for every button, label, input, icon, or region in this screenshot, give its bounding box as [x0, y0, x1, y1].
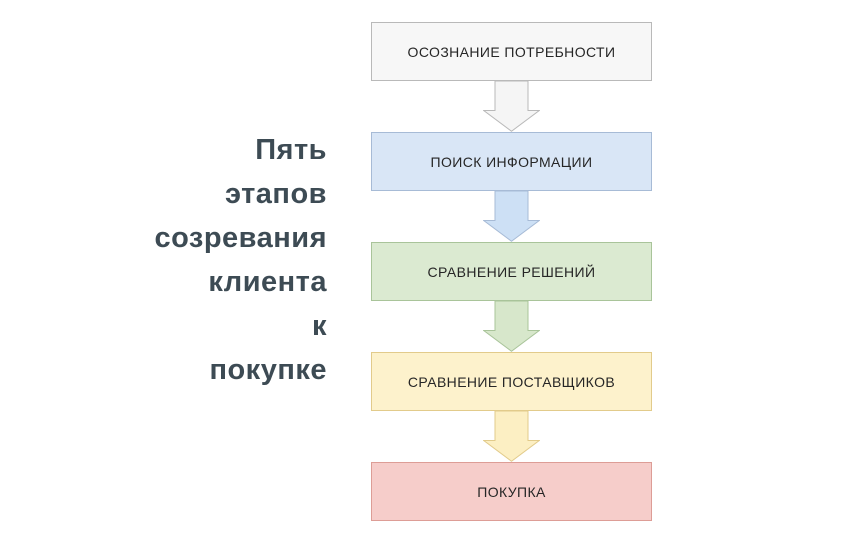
- title-line-6: покупке: [209, 354, 327, 386]
- stage-arrow-shape-2: [483, 191, 540, 242]
- flow-column: ОСОЗНАНИЕ ПОТРЕБНОСТИ ПОИСК ИНФОРМАЦИИ С…: [371, 22, 652, 521]
- down-arrow-icon-4: [483, 411, 540, 462]
- stage-label-1: ОСОЗНАНИЕ ПОТРЕБНОСТИ: [407, 43, 616, 60]
- title-line-1: Пять: [255, 134, 327, 166]
- title-line-4: клиента: [208, 266, 327, 298]
- title-line-3: созревания: [154, 222, 327, 254]
- stage-arrow-shape-4: [483, 411, 540, 462]
- down-arrow-icon-1: [483, 81, 540, 132]
- down-arrow-icon-3: [483, 301, 540, 352]
- down-arrow-icon-2: [483, 191, 540, 242]
- stage-label-3: СРАВНЕНИЕ РЕШЕНИЙ: [427, 263, 596, 280]
- stage-arrow-shape-3: [483, 301, 540, 352]
- stage-box-5: ПОКУПКА: [371, 462, 652, 521]
- stage-arrow-shape-1: [483, 81, 540, 132]
- stage-box-2: ПОИСК ИНФОРМАЦИИ: [371, 132, 652, 191]
- stage-box-4: СРАВНЕНИЕ ПОСТАВЩИКОВ: [371, 352, 652, 411]
- stage-box-3: СРАВНЕНИЕ РЕШЕНИЙ: [371, 242, 652, 301]
- stage-label-2: ПОИСК ИНФОРМАЦИИ: [430, 153, 593, 170]
- stage-label-4: СРАВНЕНИЕ ПОСТАВЩИКОВ: [407, 373, 616, 390]
- diagram-title: Пять этапов созревания клиента к покупке: [7, 128, 327, 392]
- title-line-2: этапов: [224, 178, 327, 210]
- title-line-5: к: [311, 310, 327, 342]
- stage-label-5: ПОКУПКА: [477, 483, 546, 500]
- stage-box-1: ОСОЗНАНИЕ ПОТРЕБНОСТИ: [371, 22, 652, 81]
